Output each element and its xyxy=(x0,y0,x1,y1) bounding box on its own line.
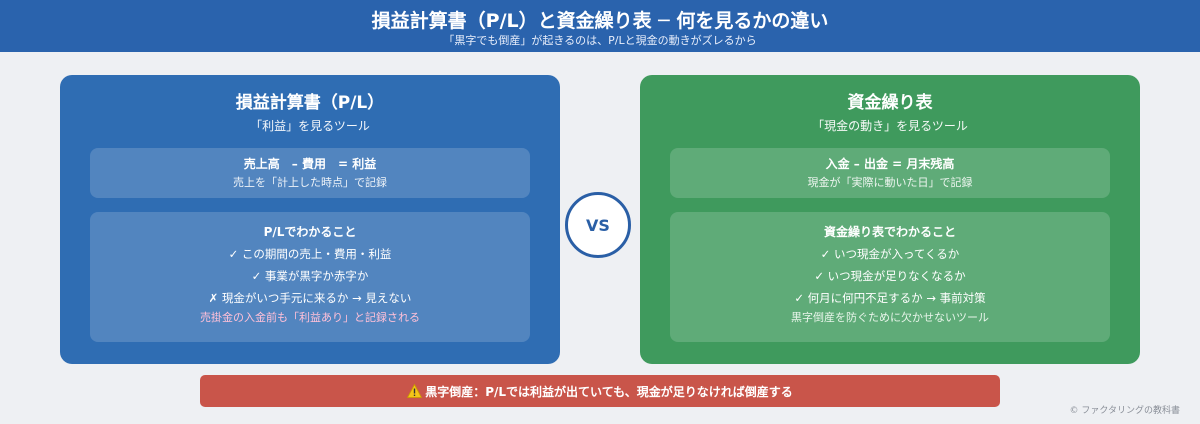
header-banner: 損益計算書（P/L）と資金繰り表 ─ 何を見るかの違い 「黒字でも倒産」が起きる… xyxy=(0,0,1200,52)
pl-learn-item: ✓ この期間の売上・費用・利益 xyxy=(228,247,392,261)
cf-formula-box: 入金 – 出金 = 月末残高 現金が「実際に動いた日」で記録 xyxy=(670,148,1110,198)
cf-learn-box: 資金繰り表でわかること ✓ いつ現金が入ってくるか ✓ いつ現金が足りなくなるか… xyxy=(670,212,1110,342)
page-title: 損益計算書（P/L）と資金繰り表 ─ 何を見るかの違い xyxy=(371,10,829,32)
page-subtitle: 「黒字でも倒産」が起きるのは、P/Lと現金の動きがズレるから xyxy=(443,34,757,47)
cf-card-title: 資金繰り表 xyxy=(847,93,933,113)
pl-formula-note: 売上を「計上した時点」で記録 xyxy=(233,176,387,189)
cf-learn-item: ✓ いつ現金が足りなくなるか xyxy=(814,269,966,283)
pl-card: 損益計算書（P/L） 「利益」を見るツール 売上高 – 費用 = 利益 売上を「… xyxy=(60,75,560,364)
pl-learn-heading: P/Lでわかること xyxy=(263,225,357,239)
cf-card-subtitle: 「現金の動き」を見るツール xyxy=(812,119,968,133)
pl-learn-item: ✗ 現金がいつ手元に来るか → 見えない xyxy=(208,291,412,305)
warning-icon xyxy=(407,384,423,398)
cf-learn-note: 黒字倒産を防ぐために欠かせないツール xyxy=(791,311,989,324)
pl-learn-note: 売掛金の入金前も「利益あり」と記録される xyxy=(200,311,420,324)
alert-text: 黒字倒産：P/Lでは利益が出ていても、現金が足りなければ倒産する xyxy=(425,384,793,399)
cf-card: 資金繰り表 「現金の動き」を見るツール 入金 – 出金 = 月末残高 現金が「実… xyxy=(640,75,1140,364)
pl-card-title: 損益計算書（P/L） xyxy=(235,93,385,113)
pl-card-subtitle: 「利益」を見るツール xyxy=(250,119,370,133)
pl-learn-box: P/Lでわかること ✓ この期間の売上・費用・利益 ✓ 事業が黒字か赤字か ✗ … xyxy=(90,212,530,342)
cf-formula-note: 現金が「実際に動いた日」で記録 xyxy=(807,176,973,189)
cf-learn-heading: 資金繰り表でわかること xyxy=(823,225,956,239)
cf-learn-item: ✓ いつ現金が入ってくるか xyxy=(820,247,960,261)
copyright: © ファクタリングの教科書 xyxy=(1069,406,1180,416)
pl-formula-box: 売上高 – 費用 = 利益 売上を「計上した時点」で記録 xyxy=(90,148,530,198)
vs-badge: VS xyxy=(565,192,631,258)
pl-formula: 売上高 – 費用 = 利益 xyxy=(243,157,377,171)
cf-learn-item: ✓ 何月に何円不足するか → 事前対策 xyxy=(794,291,986,305)
pl-learn-item: ✓ 事業が黒字か赤字か xyxy=(251,269,369,283)
cf-formula: 入金 – 出金 = 月末残高 xyxy=(825,157,955,171)
alert-banner: 黒字倒産：P/Lでは利益が出ていても、現金が足りなければ倒産する xyxy=(200,375,1000,407)
